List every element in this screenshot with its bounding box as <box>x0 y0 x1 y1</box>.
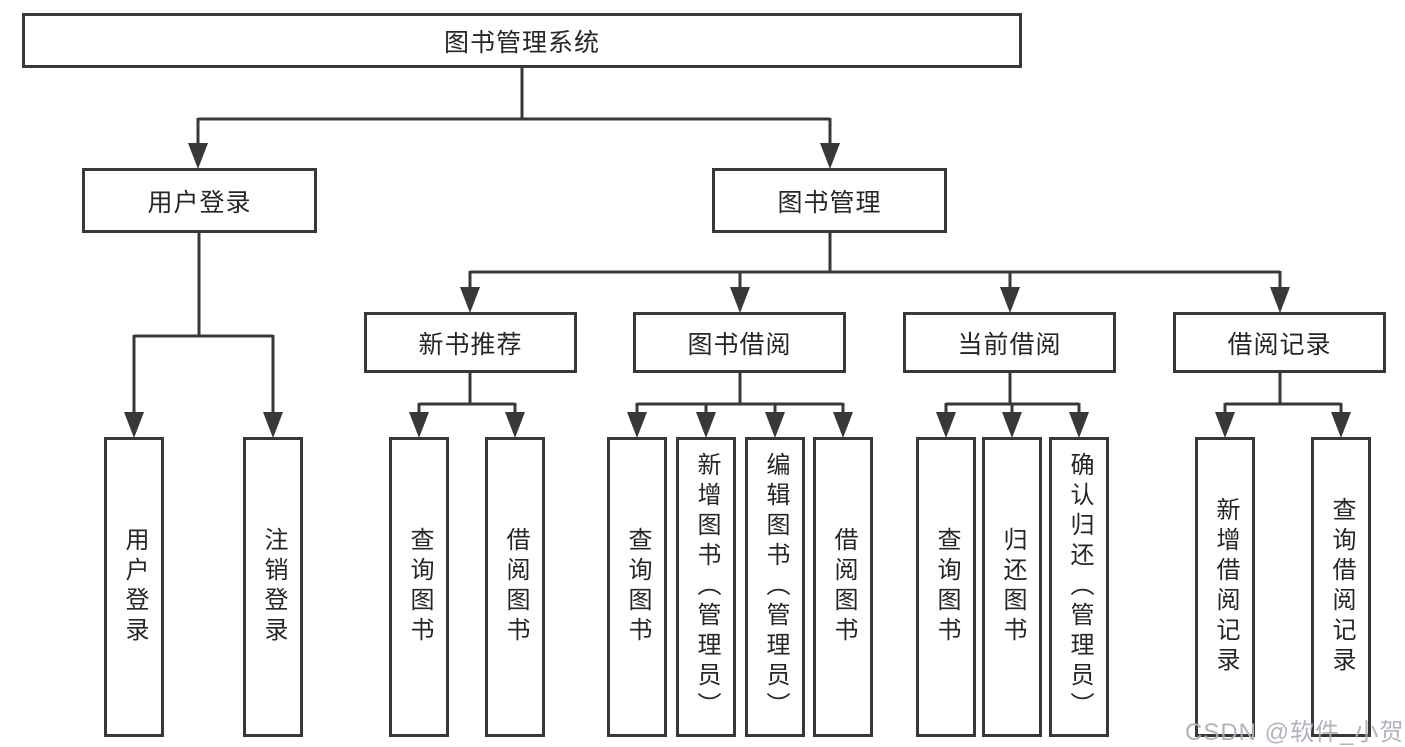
leaf-query-books-recommend: 查询图书 <box>389 437 449 737</box>
node-library-management-system: 图书管理系统 <box>22 13 1022 68</box>
node-book-borrow: 图书借阅 <box>633 312 846 373</box>
leaf-confirm-return-admin: 确认归还（管理员） <box>1049 437 1109 737</box>
leaf-query-books-borrow: 查询图书 <box>607 437 667 737</box>
node-new-book-recommend: 新书推荐 <box>364 312 577 373</box>
leaf-borrow-books: 借阅图书 <box>813 437 873 737</box>
leaf-add-borrow-record: 新增借阅记录 <box>1195 437 1255 737</box>
node-book-management: 图书管理 <box>712 168 947 233</box>
leaf-return-books: 归还图书 <box>982 437 1042 737</box>
leaf-query-books-current: 查询图书 <box>916 437 976 737</box>
leaf-query-borrow-record: 查询借阅记录 <box>1311 437 1371 737</box>
leaf-edit-books-admin: 编辑图书（管理员） <box>745 437 805 737</box>
node-user-login: 用户登录 <box>82 168 317 233</box>
leaf-add-books-admin: 新增图书（管理员） <box>676 437 736 737</box>
leaf-logout: 注销登录 <box>243 437 303 737</box>
leaf-user-login: 用户登录 <box>104 437 164 737</box>
leaf-borrow-books-recommend: 借阅图书 <box>485 437 545 737</box>
node-borrow-records: 借阅记录 <box>1173 312 1386 373</box>
node-current-borrow: 当前借阅 <box>903 312 1116 373</box>
csdn-watermark: CSDN @软件_小贺同学 <box>1185 719 1405 746</box>
